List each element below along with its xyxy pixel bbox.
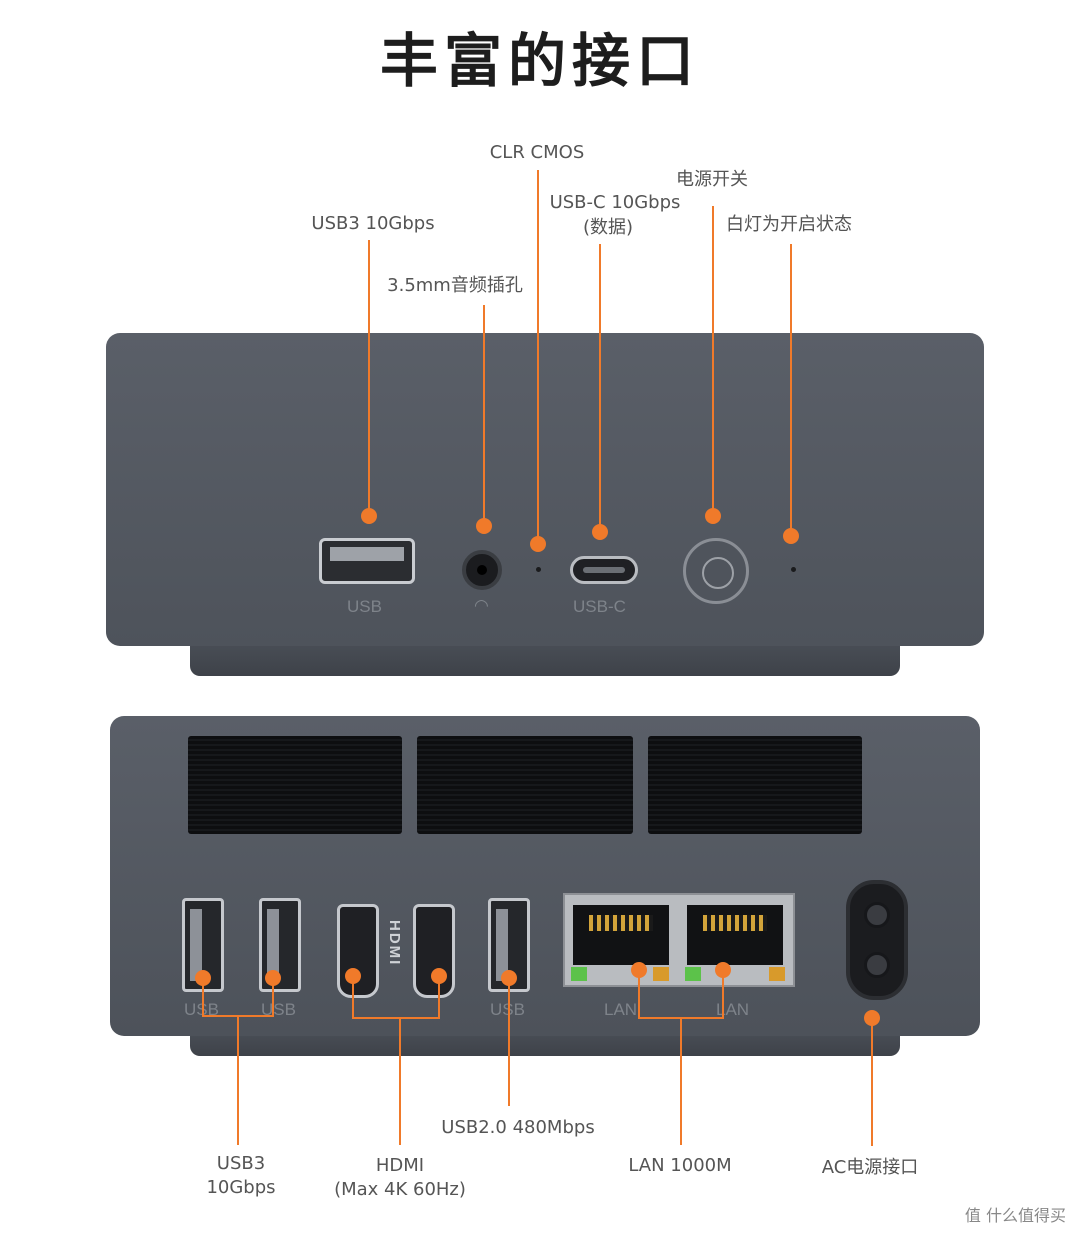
usb-c-port bbox=[570, 556, 638, 584]
hdmi-port-2 bbox=[413, 904, 455, 998]
watermark: 值 什么值得买 bbox=[964, 1206, 1066, 1225]
ac-pin-bottom bbox=[864, 952, 890, 978]
lan-port-2 bbox=[687, 905, 783, 965]
callout-hdmi-line1: HDMI bbox=[375, 1155, 425, 1176]
page-title: 丰富的接口 bbox=[379, 27, 700, 95]
lan-port-label-1: LAN bbox=[604, 1000, 638, 1019]
callout-line-hdmi-join bbox=[352, 1017, 440, 1019]
usb-port-label-1: USB bbox=[184, 1000, 219, 1020]
callout-line-power bbox=[712, 206, 714, 510]
callout-usbc-line2: (数据) bbox=[582, 217, 634, 238]
callout-line-hdmi-a bbox=[352, 976, 354, 1018]
usb-port-label: USB bbox=[347, 597, 382, 616]
callout-line-usb3-b bbox=[272, 978, 274, 1016]
callout-dot-led bbox=[783, 528, 799, 544]
headphone-icon: ◠ bbox=[474, 596, 489, 615]
hdmi-port-label: HDMI bbox=[386, 920, 403, 967]
clr-cmos-pin bbox=[536, 567, 541, 572]
vent-left bbox=[188, 736, 402, 834]
callout-line-lan-b bbox=[722, 970, 724, 1018]
lan-port-1 bbox=[573, 905, 669, 965]
vent-right bbox=[648, 736, 862, 834]
callout-line-ac bbox=[871, 1018, 873, 1146]
lan-port-label-2: LAN bbox=[716, 1000, 750, 1019]
callout-lan: LAN 1000M bbox=[628, 1155, 732, 1176]
lan-led-amber-1 bbox=[653, 967, 669, 981]
callout-dot-clr bbox=[530, 536, 546, 552]
lan-led-green-2 bbox=[685, 967, 701, 981]
lan-led-green-1 bbox=[571, 967, 587, 981]
usb-c-port-label: USB-C bbox=[573, 597, 626, 616]
lan-led-amber-2 bbox=[769, 967, 785, 981]
hdmi-port-1 bbox=[337, 904, 379, 998]
callout-line-usb3-a bbox=[202, 978, 204, 1016]
callout-dot-power bbox=[705, 508, 721, 524]
callout-line-hdmi-b bbox=[438, 976, 440, 1018]
callout-line-usb3-stem bbox=[237, 1015, 239, 1145]
callout-line-lan-stem bbox=[680, 1017, 682, 1145]
lan-ports bbox=[563, 893, 795, 987]
callout-power: 电源开关 bbox=[676, 169, 748, 190]
ac-pin-top bbox=[864, 902, 890, 928]
callout-usbc-line1: USB-C 10Gbps bbox=[549, 192, 681, 213]
callout-dot-audio bbox=[476, 518, 492, 534]
usb-a-port bbox=[319, 538, 415, 584]
callout-line-usbc bbox=[599, 244, 601, 526]
callout-dot-usb3 bbox=[361, 508, 377, 524]
callout-clr-cmos: CLR CMOS bbox=[489, 142, 585, 163]
callout-line-lan-a bbox=[638, 970, 640, 1018]
callout-ac: AC电源接口 bbox=[821, 1157, 919, 1178]
callout-line-usb3 bbox=[368, 240, 370, 510]
callout-usb3-back-line2: 10Gbps bbox=[206, 1177, 276, 1198]
front-device-panel bbox=[106, 333, 984, 646]
callout-line-usb2 bbox=[508, 978, 510, 1106]
callout-dot-usbc bbox=[592, 524, 608, 540]
callout-hdmi-line2: (Max 4K 60Hz) bbox=[334, 1179, 466, 1200]
callout-line-hdmi-stem bbox=[399, 1017, 401, 1145]
status-led bbox=[791, 567, 796, 572]
power-button bbox=[683, 538, 749, 604]
callout-led: 白灯为开启状态 bbox=[726, 214, 852, 235]
callout-usb3-back-line1: USB3 bbox=[216, 1153, 266, 1174]
vent-middle bbox=[417, 736, 633, 834]
ac-power-inlet bbox=[846, 880, 908, 1000]
callout-line-audio bbox=[483, 305, 485, 520]
callout-line-led bbox=[790, 244, 792, 530]
callout-usb2: USB2.0 480Mbps bbox=[441, 1117, 595, 1138]
callout-usb3: USB3 10Gbps bbox=[311, 213, 435, 234]
callout-audio: 3.5mm音频插孔 bbox=[387, 275, 523, 296]
callout-line-clr bbox=[537, 170, 539, 538]
usb-port-label-2: USB bbox=[261, 1000, 296, 1019]
audio-jack bbox=[462, 550, 502, 590]
front-device-base bbox=[190, 640, 900, 676]
usb-port-label-3: USB bbox=[490, 1000, 525, 1020]
